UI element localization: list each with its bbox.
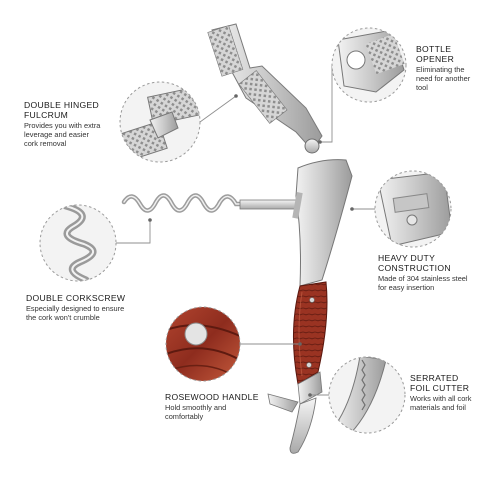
callout-description: Works with all cork materials and foil — [410, 394, 472, 412]
bottle-opener-zoom — [331, 27, 407, 103]
callout-title: DOUBLE HINGED FULCRUM — [24, 100, 100, 120]
bottom-bolster — [297, 371, 323, 405]
callout-title: ROSEWOOD HANDLE — [165, 392, 259, 402]
knurled-grip-lower — [238, 70, 288, 124]
callout-description: Eliminating the need for another tool — [416, 65, 471, 92]
callout-bottle-opener: BOTTLE OPENER Eliminating the need for a… — [416, 44, 500, 92]
foil-cutter-zoom — [328, 356, 406, 434]
callout-rosewood-handle: ROSEWOOD HANDLE Hold smoothly and comfor… — [165, 392, 275, 421]
callout-title: BOTTLE OPENER — [416, 44, 455, 64]
rosewood-zoom — [165, 306, 241, 382]
fulcrum-zoom — [119, 81, 201, 163]
callout-serrated-foil-cutter: SERRATED FOIL CUTTER Works with all cork… — [410, 373, 498, 412]
blade-tip — [267, 393, 299, 413]
callout-description: Provides you with extra leverage and eas… — [24, 121, 101, 148]
callout-heavy-duty-construction: HEAVY DUTY CONSTRUCTION Made of 304 stai… — [378, 253, 498, 292]
rosewood-handle — [293, 281, 328, 385]
knurled-grip-upper — [207, 25, 244, 77]
callout-double-corkscrew: DOUBLE CORKSCREW Especially designed to … — [26, 293, 156, 322]
corkscrew-product — [121, 23, 353, 454]
callout-title: SERRATED FOIL CUTTER — [410, 373, 470, 393]
hinge-pivot — [304, 138, 320, 154]
callout-description: Especially designed to ensure the cork w… — [26, 304, 125, 322]
callout-title: HEAVY DUTY CONSTRUCTION — [378, 253, 451, 273]
leader-lines — [116, 65, 375, 396]
corkscrew-zoom — [39, 204, 117, 282]
callout-double-hinged-fulcrum: DOUBLE HINGED FULCRUM Provides you with … — [24, 100, 124, 148]
callout-description: Made of 304 stainless steel for easy ins… — [378, 274, 468, 292]
foil-cutter-blade — [289, 397, 317, 454]
steel-body — [295, 159, 353, 287]
leader-dots — [148, 94, 354, 397]
callout-title: DOUBLE CORKSCREW — [26, 293, 126, 303]
construction-zoom — [374, 170, 452, 248]
callout-description: Hold smoothly and comfortably — [165, 403, 227, 421]
